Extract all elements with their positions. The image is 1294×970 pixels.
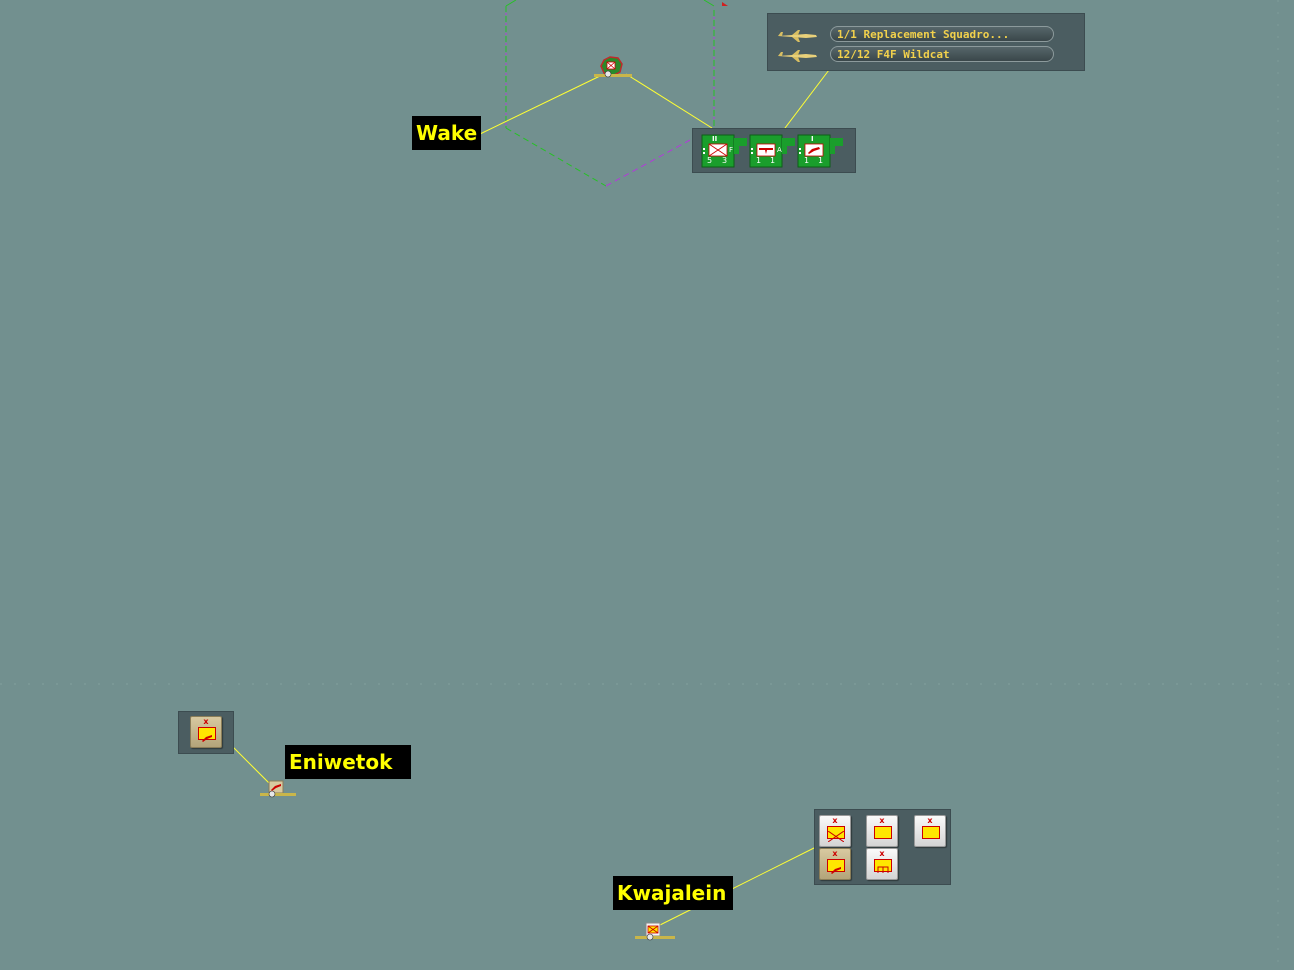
air-hq-unit-icon [749, 134, 795, 168]
unit-strength: 3 [722, 156, 728, 165]
unit-counter[interactable]: A 1 1 [749, 134, 797, 168]
aircraft-icon [778, 30, 817, 42]
unit-counter[interactable]: II F 5 3 [701, 134, 749, 168]
unit-type-icon [874, 826, 892, 839]
leader-lines [221, 65, 833, 931]
air-group-panel[interactable]: 1/1 Replacement Squadro... 12/12 F4F Wil… [767, 13, 1085, 71]
infantry-unit-icon [827, 826, 845, 843]
unit-strength: 1 [770, 156, 776, 165]
unit-counter[interactable]: x [819, 815, 851, 847]
selected-hex [505, 0, 715, 187]
kwajalein-units-panel: x x x x x [814, 809, 951, 885]
air-group-label[interactable]: 1/1 Replacement Squadro... [830, 26, 1054, 42]
air-group-row[interactable]: 12/12 F4F Wildcat [776, 46, 1066, 66]
unit-size-mark: I [811, 135, 814, 143]
unit-side-mark: A [777, 146, 782, 154]
wake-base-icon[interactable] [592, 56, 634, 82]
unit-counter[interactable]: x [866, 815, 898, 847]
unit-counter[interactable]: x [914, 815, 946, 847]
aircraft-icon [778, 50, 817, 62]
location-label-kwajalein[interactable]: Kwajalein [613, 876, 733, 910]
base-force-unit-icon [827, 859, 845, 874]
unit-side-mark: F [729, 146, 734, 154]
wake-units-panel: II F 5 3 A 1 1 I 1 1 [692, 128, 856, 173]
infantry-unit-icon [701, 134, 747, 168]
base-force-unit-icon [198, 727, 216, 742]
unit-size-mark: II [712, 135, 718, 143]
unit-counter[interactable]: x [819, 848, 851, 880]
unit-size-mark: x [879, 816, 885, 825]
location-label-eniwetok[interactable]: Eniwetok [285, 745, 411, 779]
unit-counter[interactable]: x [866, 848, 898, 880]
unit-size-mark: x [832, 816, 838, 825]
unit-strength: 1 [818, 156, 824, 165]
location-label-wake[interactable]: Wake [412, 116, 481, 150]
unit-strength: 1 [756, 156, 762, 165]
base-force-unit-icon [797, 134, 843, 168]
unit-type-icon [922, 826, 940, 839]
engineer-unit-icon [874, 859, 892, 873]
unit-size-mark: x [203, 717, 209, 726]
unit-size-mark: x [879, 849, 885, 858]
air-group-label[interactable]: 12/12 F4F Wildcat [830, 46, 1054, 62]
unit-size-mark: x [927, 816, 933, 825]
unit-strength: 1 [804, 156, 810, 165]
red-marker-icon [722, 2, 728, 6]
unit-size-mark: x [832, 849, 838, 858]
unit-counter[interactable]: x [190, 716, 222, 748]
air-group-row[interactable]: 1/1 Replacement Squadro... [776, 26, 1066, 46]
unit-counter[interactable]: I 1 1 [797, 134, 845, 168]
eniwetok-base-icon[interactable] [259, 778, 297, 802]
kwajalein-base-icon[interactable] [634, 921, 676, 945]
unit-strength: 5 [707, 156, 713, 165]
eniwetok-units-panel: x [178, 711, 234, 754]
